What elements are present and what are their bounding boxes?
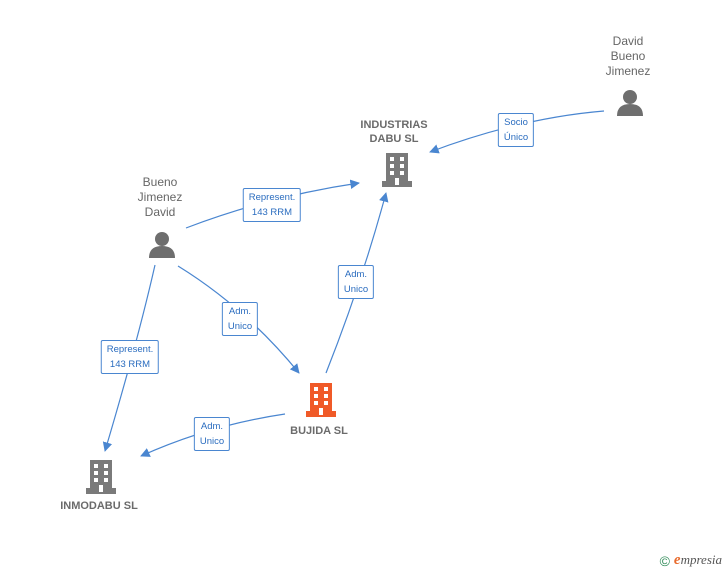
building-icon[interactable] <box>382 153 412 187</box>
person-icon[interactable] <box>617 90 643 116</box>
edge-label-adm-bujida-industrias: Adm. Unico <box>337 265 375 299</box>
edge-label-represent-industrias: Represent. 143 RRM <box>242 188 302 222</box>
node-label-david-bueno[interactable]: David Bueno Jimenez <box>605 34 651 78</box>
person-icon[interactable] <box>149 232 175 258</box>
building-icon[interactable] <box>306 383 336 417</box>
edge-label-adm-bujida-inmodabu: Adm. Unico <box>193 417 231 451</box>
copyright-icon: © <box>659 552 670 569</box>
footer-brand[interactable]: © empresia <box>660 552 722 569</box>
building-icon[interactable] <box>86 460 116 494</box>
node-label-industrias[interactable]: INDUSTRIAS DABU SL <box>360 119 428 145</box>
node-label-bueno-david[interactable]: Bueno Jimenez David <box>137 175 183 219</box>
node-label-inmodabu[interactable]: INMODABU SL <box>60 500 138 512</box>
edge-label-socio-unico: Socio Único <box>497 113 535 147</box>
edge-label-represent-inmodabu: Represent. 143 RRM <box>100 340 160 374</box>
brand-logo: empresia <box>673 552 722 568</box>
edge-label-adm-bueno-bujida: Adm. Unico <box>221 302 259 336</box>
node-label-bujida[interactable]: BUJIDA SL <box>290 425 348 437</box>
